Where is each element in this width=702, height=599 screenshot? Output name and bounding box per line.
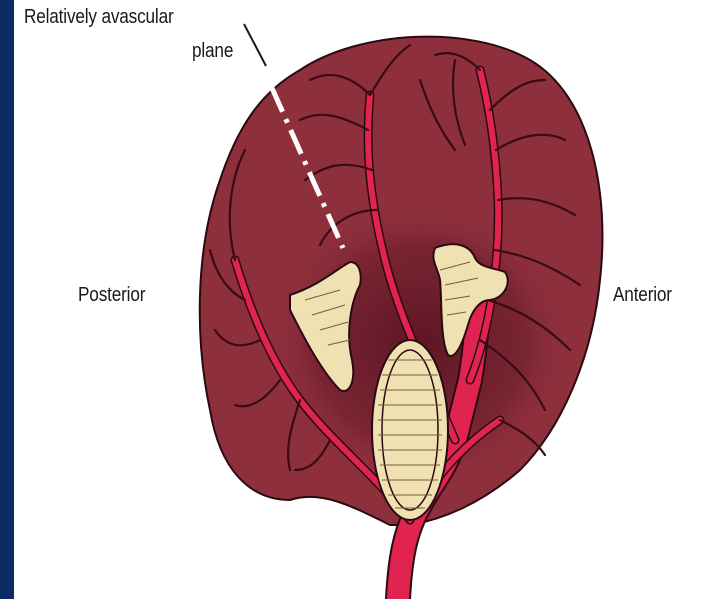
label-anterior: Anterior bbox=[613, 284, 672, 306]
label-posterior: Posterior bbox=[78, 284, 145, 306]
label-avascular-line2: plane bbox=[192, 40, 233, 62]
label-avascular-line1: Relatively avascular bbox=[24, 6, 174, 28]
avascular-leader-line bbox=[244, 24, 266, 66]
